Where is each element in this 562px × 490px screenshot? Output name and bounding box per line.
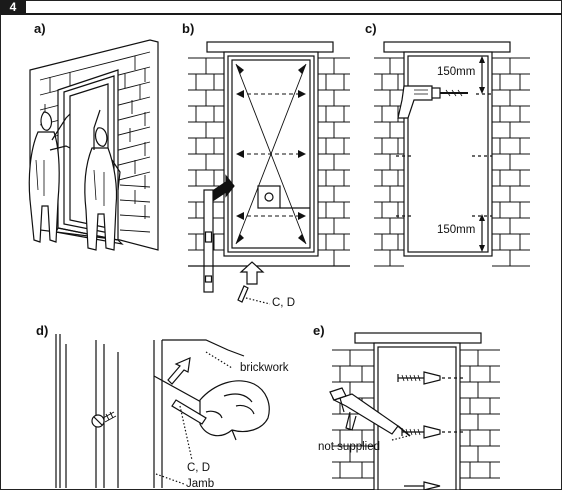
top-measure: 150mm [437,66,476,78]
not-supplied-label: not supplied [318,441,381,453]
panel-a-label: a) [34,21,46,36]
bottom-measure: 150mm [437,224,476,236]
panel-d-callout: C, D [187,462,210,474]
brickwork-label: brickwork [240,362,289,374]
panel-d-label: d) [36,323,49,338]
panel-b-label: b) [182,21,195,36]
jamb-label: Jamb [186,478,215,490]
header-rule [0,13,562,15]
step-number-badge: 4 [0,0,26,14]
panel-e-label: e) [313,323,325,338]
panel-b-callout: C, D [272,297,295,309]
panel-c-label: c) [365,21,377,36]
